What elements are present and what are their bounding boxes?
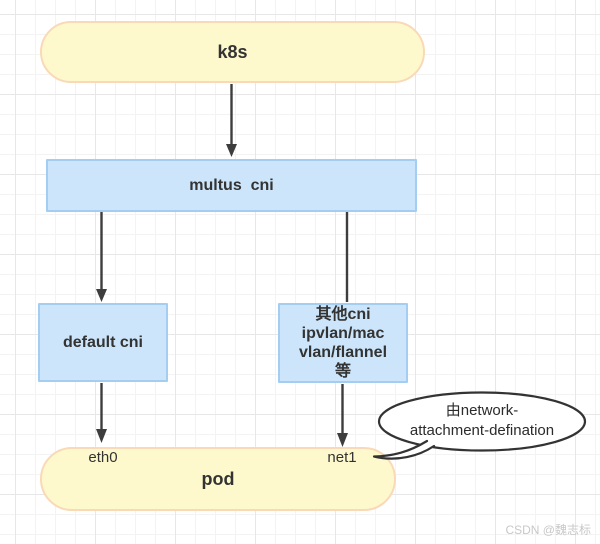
- arrow-k8s-to-multus-head: [226, 144, 237, 157]
- node-other-cni: 其他cni ipvlan/mac vlan/flannel 等: [278, 303, 408, 383]
- node-other-cni-line2: ipvlan/mac: [301, 325, 385, 342]
- node-k8s-label: k8s: [217, 41, 248, 62]
- node-default-cni: default cni: [38, 303, 168, 382]
- node-multus-cni: multus cni: [46, 159, 417, 212]
- node-other-cni-line1: 其他cni: [315, 306, 371, 323]
- pod-port-net1-label: net1: [327, 449, 357, 466]
- callout-line2: attachment-defination: [409, 422, 555, 439]
- arrow-other-to-net1-head: [337, 433, 348, 447]
- arrow-default-to-eth0-head: [96, 429, 107, 443]
- arrow-multus-to-default-head: [96, 289, 107, 302]
- node-multus-cni-label: multus cni: [189, 176, 274, 194]
- node-k8s: k8s: [40, 21, 425, 83]
- watermark: CSDN @魏志标: [505, 523, 591, 537]
- node-other-cni-line3: vlan/flannel: [298, 344, 388, 361]
- node-pod: pod: [40, 447, 396, 511]
- callout-text: 由network- attachment-defination: [380, 401, 584, 441]
- node-other-cni-line4: 等: [334, 363, 351, 380]
- node-default-cni-label: default cni: [62, 333, 143, 351]
- node-other-cni-label: 其他cni ipvlan/mac vlan/flannel 等: [299, 305, 387, 381]
- node-pod-label: pod: [201, 468, 235, 489]
- callout-line1: 由network-: [445, 402, 519, 419]
- pod-port-eth0-label: eth0: [88, 449, 118, 466]
